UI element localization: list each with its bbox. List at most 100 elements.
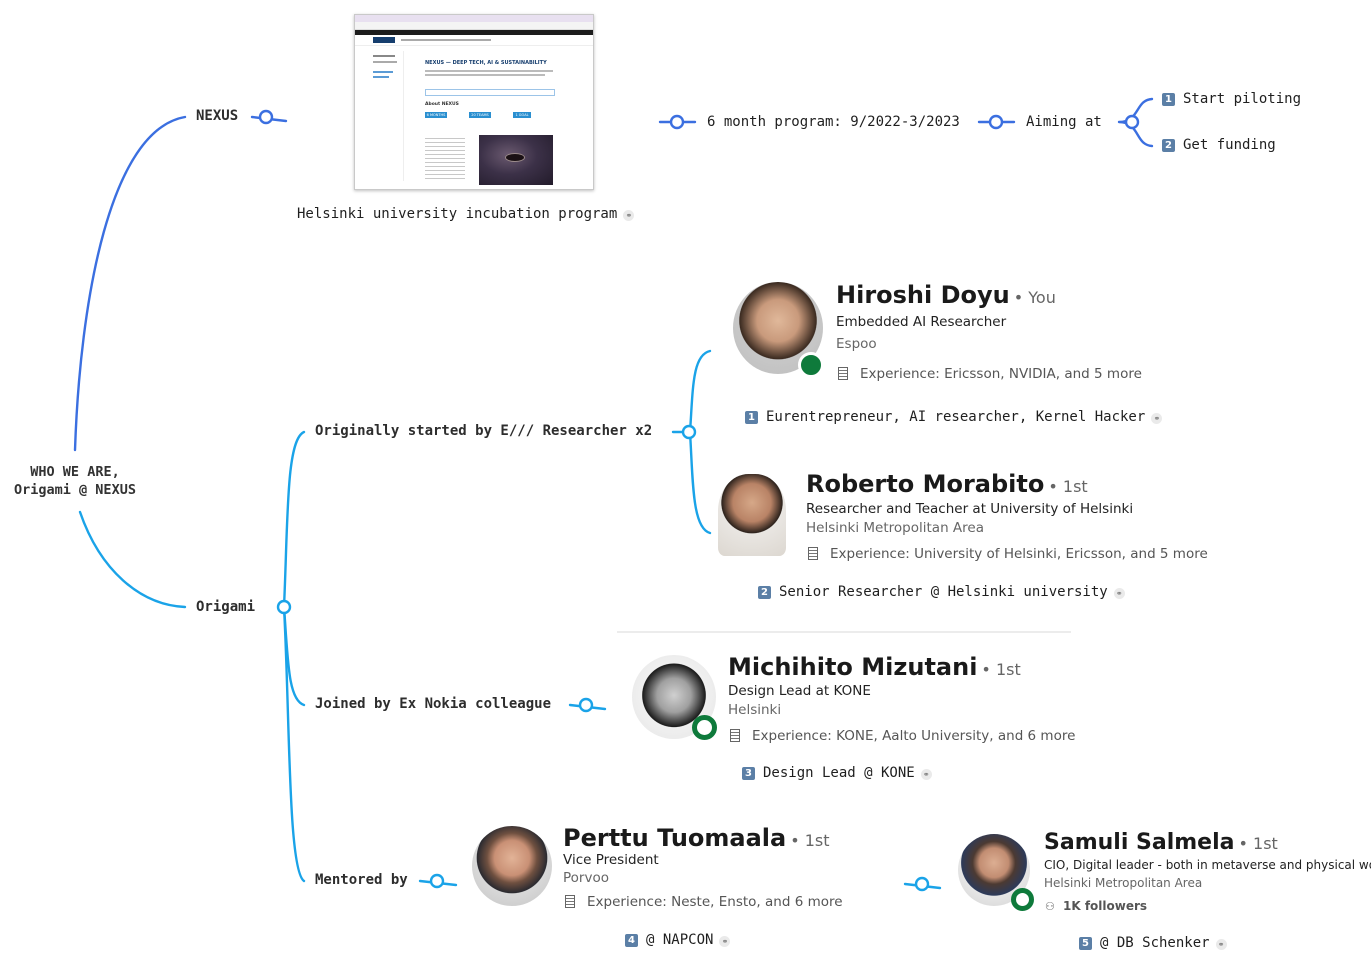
connection-degree: • 1st [1048,477,1088,496]
person-location: Helsinki Metropolitan Area [806,520,984,536]
connector-people-fork [688,349,712,535]
link-icon[interactable]: ⚭ [1113,588,1125,599]
person-name[interactable]: Roberto Morabito• 1st [806,470,1088,498]
number-one-icon: 1 [1162,93,1175,106]
node-circle-icon [258,109,274,125]
node-circle-icon [276,599,292,615]
link-icon[interactable]: ⚭ [1151,413,1163,424]
goal-start-piloting[interactable]: 1 Start piloting [1162,91,1301,107]
connector-root-origami [78,510,187,609]
site-badge: 20 TEAMS [469,112,491,118]
note-text: Design Lead @ KONE [763,765,915,781]
building-icon [565,895,575,908]
site-topbar [355,30,593,35]
topic-program[interactable]: 6 month program: 9/2022-3/2023 [707,114,960,130]
note-michihito[interactable]: 3 Design Lead @ KONE ⚭ [742,765,932,781]
number-three-icon: 3 [742,767,755,780]
avatar-perttu-tuomaala [472,826,552,906]
person-location: Helsinki Metropolitan Area [1044,876,1203,890]
connection-degree: • 1st [790,831,830,850]
building-icon [808,547,818,560]
topic-joined[interactable]: Joined by Ex Nokia colleague [315,696,552,712]
site-about-heading: About NEXUS [425,102,459,107]
link-icon[interactable]: ⚭ [1215,939,1227,950]
connector-aiming-goals [1117,97,1154,148]
root-line-1: WHO WE ARE, [30,464,120,480]
note-roberto[interactable]: 2 Senior Researcher @ Helsinki university… [758,584,1125,600]
site-heading: NEXUS — DEEP TECH, AI & SUSTAINABILITY [425,60,547,66]
number-one-icon: 1 [745,411,758,424]
topic-originally-started[interactable]: Originally started by E/// Researcher x2 [315,423,653,439]
topic-nexus[interactable]: NEXUS [196,108,239,124]
number-four-icon: 4 [625,934,638,947]
site-badge: 1 GOAL [513,112,531,118]
link-icon[interactable]: ⚭ [920,769,932,780]
person-title: Researcher and Teacher at University of … [806,501,1134,517]
online-status-badge [692,715,717,740]
node-circle-icon [988,114,1004,130]
person-location: Helsinki [728,702,782,718]
note-samuli[interactable]: 5 @ DB Schenker ⚭ [1079,935,1227,951]
online-status-badge [1011,888,1034,911]
root-line-2: Origami @ NEXUS [14,482,136,498]
person-experience: Experience: KONE, Aalto University, and … [730,728,1075,744]
link-icon[interactable]: ⚭ [719,936,731,947]
person-location: Espoo [836,336,877,352]
site-nav [355,35,593,46]
node-circle-icon [429,873,445,889]
nexus-website-screenshot: NEXUS — DEEP TECH, AI & SUSTAINABILITY A… [354,14,594,190]
connection-degree: • You [1013,288,1056,307]
topic-origami[interactable]: Origami [196,599,256,615]
people-icon: ⚇ [1045,900,1055,913]
link-icon[interactable]: ⚭ [623,210,635,221]
person-title: Design Lead at KONE [728,683,871,699]
connector-origami-mentored [282,605,306,883]
building-icon [838,367,848,380]
nexus-screenshot-caption[interactable]: Helsinki university incubation program ⚭ [297,206,635,222]
node-circle-icon [914,876,930,892]
note-text: Eurentrepreneur, AI researcher, Kernel H… [766,409,1146,425]
person-name[interactable]: Perttu Tuomaala• 1st [563,824,830,852]
note-text: @ DB Schenker [1100,935,1210,951]
site-sidebar [373,51,404,181]
node-circle-icon [681,424,697,440]
root-topic[interactable]: WHO WE ARE, Origami @ NEXUS [5,463,145,499]
person-name[interactable]: Michihito Mizutani• 1st [728,653,1021,681]
number-five-icon: 5 [1079,937,1092,950]
topic-aiming[interactable]: Aiming at [1026,114,1102,130]
person-title: Vice President [563,852,659,868]
card-top-edge [617,631,1071,633]
site-hero-image [479,135,553,185]
node-circle-icon [1124,114,1140,130]
browser-addressbar [355,22,593,30]
online-status-badge [798,352,824,378]
number-two-icon: 2 [1162,139,1175,152]
site-badge: 6 MONTHS [425,112,447,118]
avatar-roberto-morabito [718,474,786,556]
goal-text: Get funding [1183,137,1276,153]
person-followers: ⚇1K followers [1045,899,1148,913]
note-perttu[interactable]: 4 @ NAPCON ⚭ [625,932,731,948]
browser-tabbar [355,15,593,22]
connector-root-nexus [73,115,187,452]
note-text: Senior Researcher @ Helsinki university [779,584,1108,600]
caption-text: Helsinki university incubation program [297,206,618,222]
goal-text: Start piloting [1183,91,1302,107]
note-hiroshi[interactable]: 1 Eurentrepreneur, AI researcher, Kernel … [745,409,1163,425]
connection-degree: • 1st [1238,834,1278,853]
note-text: @ NAPCON [646,932,714,948]
person-title: CIO, Digital leader - both in metaverse … [1044,858,1371,872]
node-circle-icon [669,114,685,130]
connection-degree: • 1st [981,660,1021,679]
goal-get-funding[interactable]: 2 Get funding [1162,137,1276,153]
building-icon [730,729,740,742]
number-two-icon: 2 [758,586,771,599]
person-name[interactable]: Samuli Salmela• 1st [1044,830,1278,855]
node-circle-icon [578,697,594,713]
person-experience: Experience: Ericsson, NVIDIA, and 5 more [838,366,1142,382]
person-title: Embedded AI Researcher [836,314,1007,330]
person-name[interactable]: Hiroshi Doyu• You [836,281,1056,309]
person-location: Porvoo [563,870,609,886]
topic-mentored[interactable]: Mentored by [315,872,408,888]
